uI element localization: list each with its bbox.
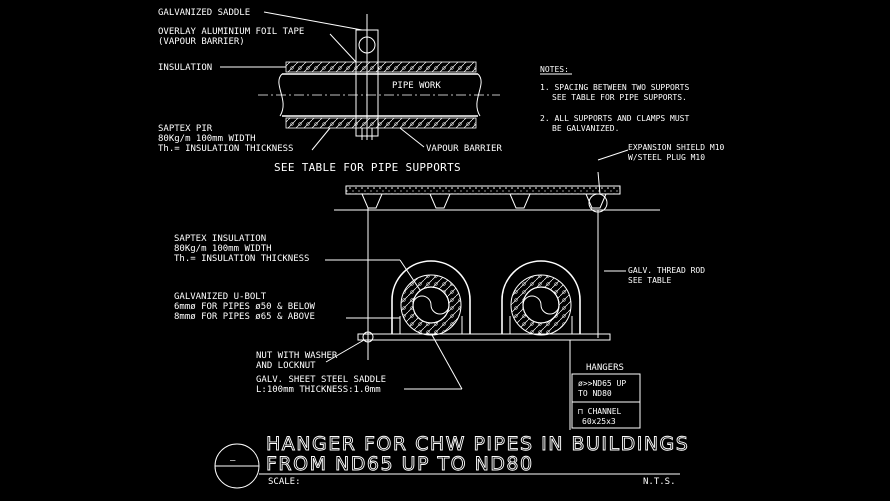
hangers-row2-line1: ⊓ CHANNEL: [578, 407, 622, 416]
saptex-pir-label-3: Th.= INSULATION THICKNESS: [158, 144, 293, 154]
detail-symbol-mark: —: [230, 456, 236, 466]
saptex-pir-label-2: 80Kg/m 100mm WIDTH: [158, 134, 256, 144]
leader-saptex: [311, 127, 331, 151]
pipe-section-right: [501, 260, 581, 336]
ubolt-label-2: 6mmø FOR PIPES ø50 & BELOW: [174, 302, 315, 312]
title-block: — HANGER FOR CHW PIPES IN BUILDINGS FROM…: [214, 433, 689, 489]
pipe-work-label: PIPE WORK: [392, 81, 441, 91]
thread-rod-label-2: SEE TABLE: [628, 276, 672, 285]
drawing-title-line-1: HANGER FOR CHW PIPES IN BUILDINGS: [266, 433, 689, 455]
saptex-insulation-label-3: Th.= INSULATION THICKNESS: [174, 254, 309, 264]
hanger-section-detail: EXPANSION SHIELD M10 W/STEEL PLUG M10 SA…: [174, 143, 725, 430]
leader-nut: [325, 339, 365, 363]
leader-saddle: [263, 11, 363, 31]
nut-washer-icon: [362, 331, 374, 343]
hangers-row1-line1: ø>>ND65 UP: [578, 379, 626, 388]
galvanized-saddle-label: GALVANIZED SADDLE: [158, 8, 250, 18]
hangers-row2-line2: 60x25x3: [582, 417, 616, 426]
foil-tape-label-1: OVERLAY ALUMINIUM FOIL TAPE: [158, 27, 304, 37]
expansion-shield-icon: [588, 193, 608, 213]
slab-ribs: [361, 193, 607, 209]
notes-heading: NOTES:: [540, 65, 569, 74]
expansion-shield-label-1: EXPANSION SHIELD M10: [628, 143, 725, 152]
note-1-line-2: SEE TABLE FOR PIPE SUPPORTS.: [552, 93, 687, 102]
leader-saptex-insulation: [399, 259, 421, 291]
hangers-table-title: HANGERS: [586, 363, 624, 373]
insulation-band-bottom: [285, 117, 477, 129]
leader-foil: [329, 33, 357, 63]
leader-saddle-sheet: [431, 334, 463, 390]
note-2-line-2: BE GALVANIZED.: [552, 124, 619, 133]
support-channel: [357, 333, 611, 341]
pipe-elevation-detail: GALVANIZED SADDLE OVERLAY ALUMINIUM FOIL…: [158, 8, 502, 174]
pipe-break-right: [476, 73, 482, 117]
nut-washer-label-2: AND LOCKNUT: [256, 361, 316, 371]
nut-washer-label-1: NUT WITH WASHER: [256, 351, 338, 361]
pipe-outline: [282, 73, 478, 117]
saptex-insulation-label-1: SAPTEX INSULATION: [174, 234, 266, 244]
ubolt-label-3: 8mmø FOR PIPES ø65 & ABOVE: [174, 312, 315, 322]
sheet-saddle-label-2: L:100mm THICKNESS:1.0mm: [256, 385, 381, 395]
ceiling-slab: [345, 185, 621, 195]
leader-expansion: [597, 171, 601, 195]
notes-block: NOTES: 1. SPACING BETWEEN TWO SUPPORTS S…: [540, 65, 689, 133]
foil-tape-label-2: (VAPOUR BARRIER): [158, 37, 245, 47]
saptex-insulation-label-2: 80Kg/m 100mm WIDTH: [174, 244, 272, 254]
expansion-shield-label-2: W/STEEL PLUG M10: [628, 153, 705, 162]
pipe-break-left: [278, 73, 284, 117]
hangers-row1-line2: TO ND80: [578, 389, 612, 398]
saptex-pir-label-1: SAPTEX PIR: [158, 124, 213, 134]
ubolt-label-1: GALVANIZED U-BOLT: [174, 292, 267, 302]
pipe-section-left: [391, 260, 471, 336]
thread-rod-label-1: GALV. THREAD ROD: [628, 266, 705, 275]
hangers-table: HANGERS ø>>ND65 UP TO ND80 ⊓ CHANNEL 60x…: [571, 363, 641, 429]
scale-label: SCALE:: [268, 477, 301, 487]
drawing-title-line-2: FROM ND65 UP TO ND80: [266, 453, 534, 475]
insulation-band-top: [285, 61, 477, 73]
insulation-label: INSULATION: [158, 63, 212, 73]
leader-vapour: [399, 127, 425, 148]
note-1-line-1: 1. SPACING BETWEEN TWO SUPPORTS: [540, 83, 689, 92]
scale-value: N.T.S.: [643, 477, 676, 487]
vapour-barrier-label: VAPOUR BARRIER: [426, 144, 502, 154]
note-2-line-1: 2. ALL SUPPORTS AND CLAMPS MUST: [540, 114, 689, 123]
sheet-saddle-label-1: GALV. SHEET STEEL SADDLE: [256, 375, 386, 385]
see-table-label: SEE TABLE FOR PIPE SUPPORTS: [274, 161, 461, 174]
